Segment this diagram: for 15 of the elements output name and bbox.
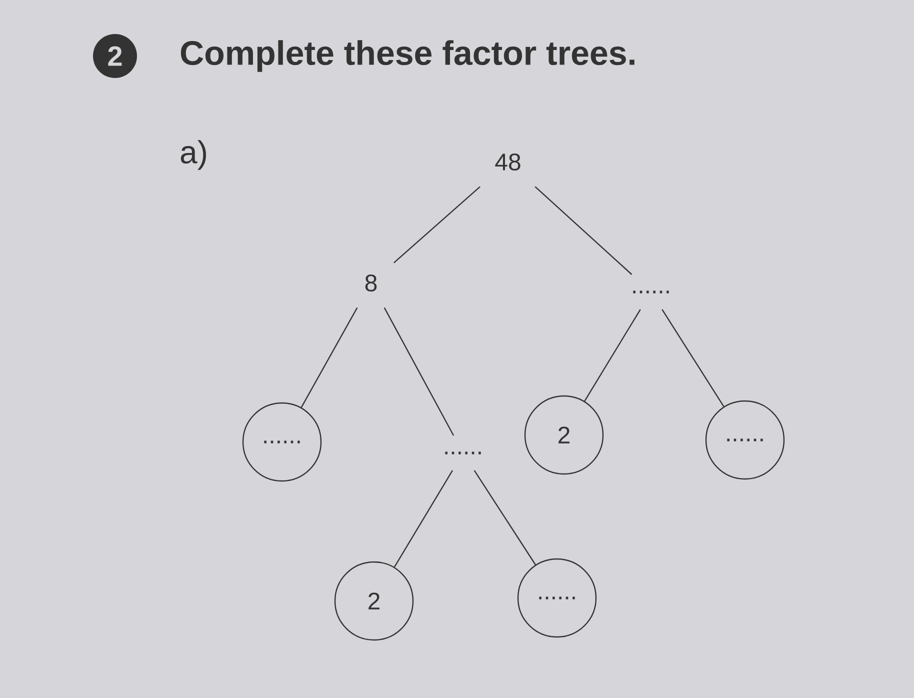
branch-line bbox=[300, 307, 358, 408]
number-label: ...... bbox=[445, 452, 481, 454]
branch-line bbox=[474, 470, 536, 566]
branch-line bbox=[393, 186, 480, 264]
number-label: 48 bbox=[495, 154, 520, 170]
branch-line bbox=[662, 309, 724, 407]
branch-line bbox=[584, 309, 641, 402]
part-label: a) bbox=[180, 140, 206, 170]
number-label: 8 bbox=[365, 274, 377, 292]
branch-line bbox=[534, 186, 632, 275]
branch-line bbox=[384, 307, 454, 436]
title: Complete these factor trees. bbox=[180, 40, 634, 72]
question-number: 2 bbox=[93, 34, 137, 78]
number-label: ...... bbox=[633, 290, 669, 294]
branch-line bbox=[394, 470, 454, 568]
